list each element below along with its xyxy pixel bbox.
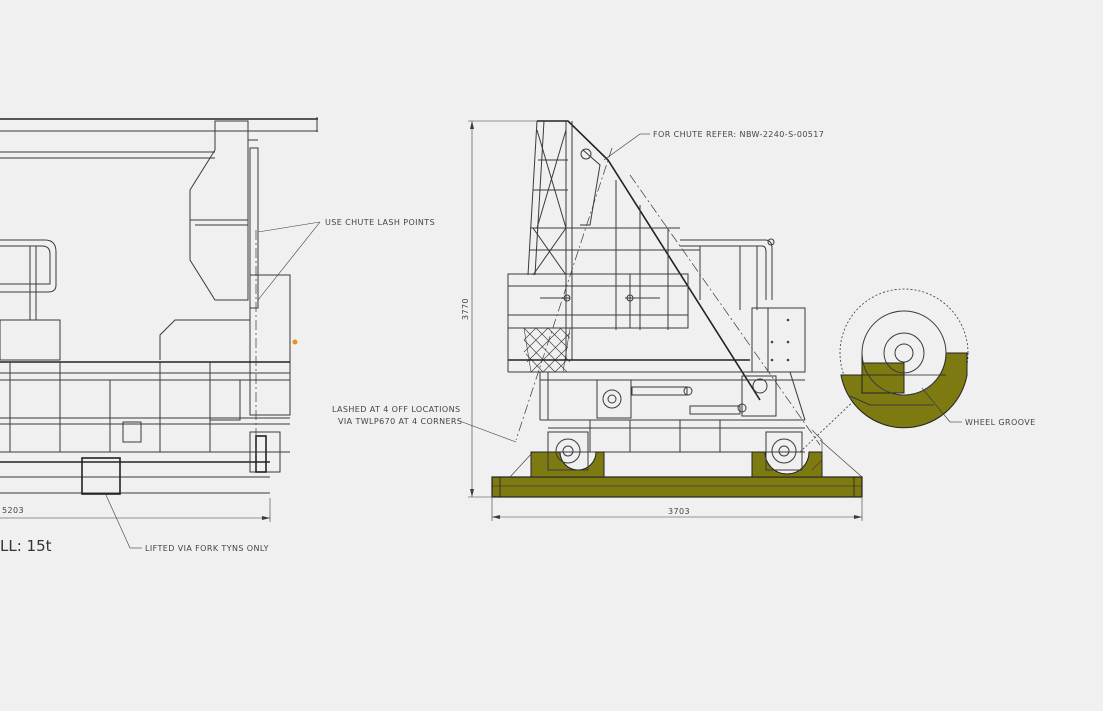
chute-lash-text: USE CHUTE LASH POINTS xyxy=(325,218,435,227)
wheel-groove-detail: WHEEL GROOVE xyxy=(799,288,1036,453)
chute-refer-text: FOR CHUTE REFER: NBW-2240-S-00517 xyxy=(653,130,824,139)
lashed-callout: LASHED AT 4 OFF LOCATIONS VIA TWLP670 AT… xyxy=(332,405,517,443)
right-width-label: 3703 xyxy=(668,507,690,516)
right-height-dimension: 3770 xyxy=(461,120,537,498)
left-width-label: 5203 xyxy=(2,506,24,515)
right-end-elevation xyxy=(491,120,863,498)
right-height-label: 3770 xyxy=(461,298,470,320)
lifted-callout: LIFTED VIA FORK TYNS ONLY xyxy=(105,494,269,553)
wheel-groove-text: WHEEL GROOVE xyxy=(965,418,1036,427)
chute-lash-callout: USE CHUTE LASH POINTS xyxy=(257,218,435,301)
weight-label: LL: 15t xyxy=(0,537,52,555)
lashed-text-line1: LASHED AT 4 OFF LOCATIONS xyxy=(332,405,460,414)
left-side-elevation xyxy=(0,117,318,495)
right-width-dimension: 3703 xyxy=(491,498,863,521)
olive-base-frame xyxy=(491,451,863,498)
chute-refer-callout: FOR CHUTE REFER: NBW-2240-S-00517 xyxy=(603,130,824,161)
orange-marker xyxy=(292,339,298,345)
left-width-dimension: 5203 xyxy=(0,498,271,522)
lifted-text: LIFTED VIA FORK TYNS ONLY xyxy=(145,544,269,553)
lashed-text-line2: VIA TWLP670 AT 4 CORNERS xyxy=(338,417,462,426)
